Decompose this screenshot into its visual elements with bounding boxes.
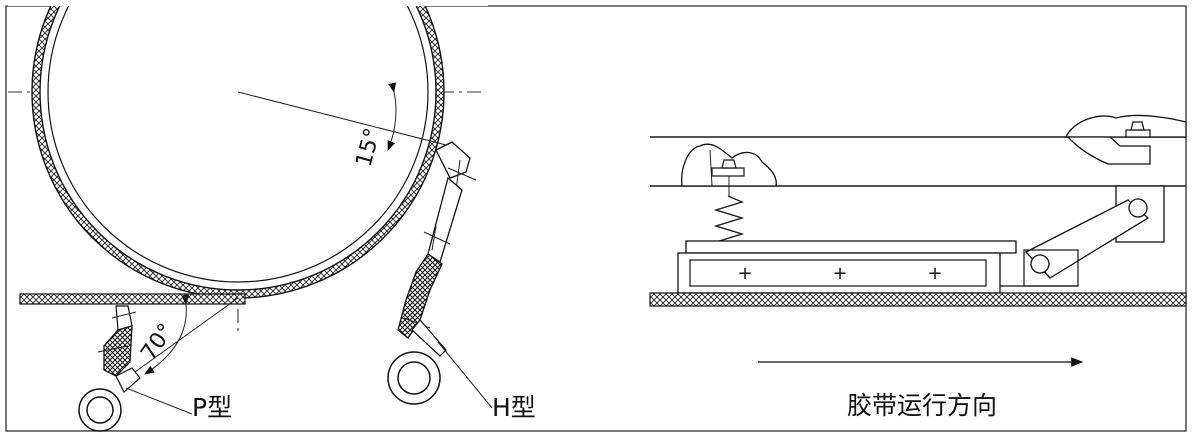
scraper-blade-assembly: + + + [677,240,1078,294]
type-p-label: P型 [192,393,232,422]
right-mount-bracket [1064,114,1187,165]
svg-text:+: + [832,263,847,284]
angle-arc-15 [387,82,397,151]
pulley-section-drawing: 15° 70° H型 [8,0,536,432]
spring [713,195,745,247]
type-h-label: H型 [492,393,536,422]
svg-text:+: + [927,263,942,284]
direction-label: 胶带运行方向 [847,391,997,420]
angle-line-15 [237,91,451,147]
page-border [5,5,1187,432]
h-type-cleaner [387,141,493,409]
svg-text:+: + [737,263,752,284]
angle-label-70: 70° [136,319,179,365]
conveyor-belt-left [19,293,246,305]
conveyor-belt-right [649,292,1187,307]
drum-pulley [8,0,488,299]
left-mount-bracket [681,143,777,196]
p-type-cleaner [78,305,193,432]
angle-arc-70 [144,294,190,375]
cleaner-side-view-drawing: + + + 胶带运行方向 [649,114,1187,420]
